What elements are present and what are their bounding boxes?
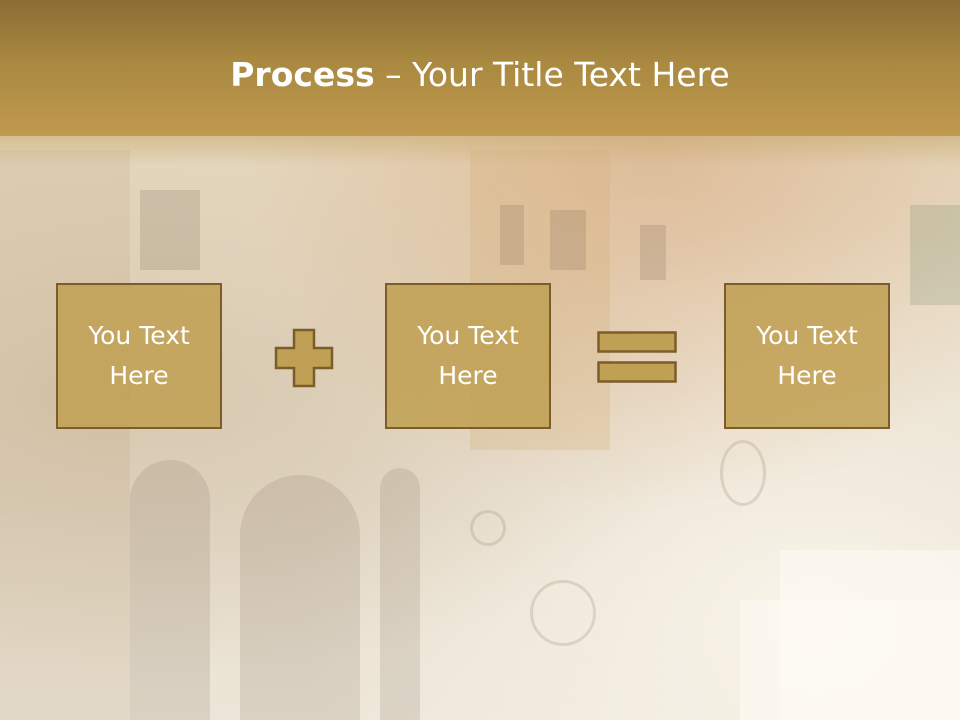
title-bar	[0, 0, 960, 136]
slide-title: Process – Your Title Text Here	[0, 52, 960, 98]
process-box-2[interactable]: You Text Here	[385, 283, 551, 429]
slide-title-bold: Process	[230, 55, 375, 94]
process-box-3[interactable]: You Text Here	[724, 283, 890, 429]
title-bar-shadow	[0, 136, 960, 166]
slide-title-rest: – Your Title Text Here	[374, 55, 730, 94]
equals-icon	[597, 331, 677, 383]
process-box-1[interactable]: You Text Here	[56, 283, 222, 429]
plus-icon	[274, 328, 334, 388]
